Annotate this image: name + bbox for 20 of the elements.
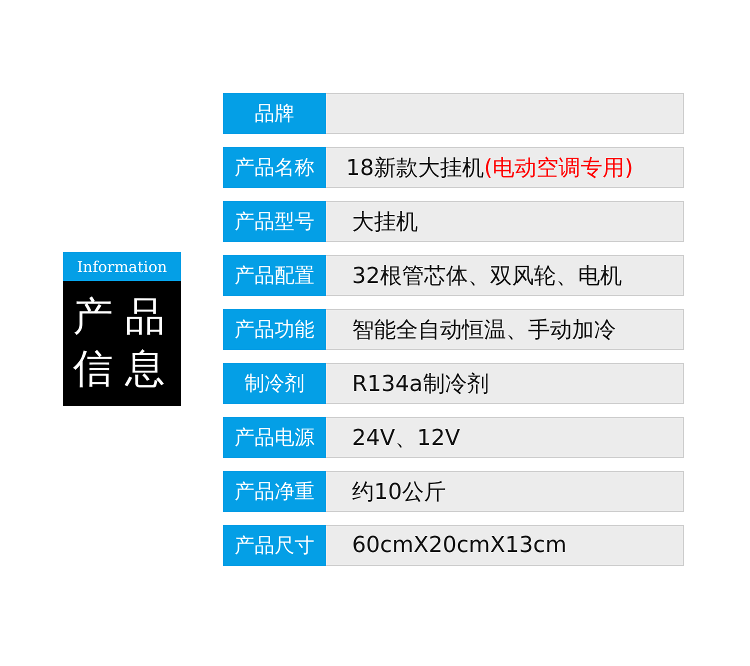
header-cell: 产品尺寸 <box>223 525 326 566</box>
cell-text: (电动空调专用) <box>484 154 634 182</box>
header-cell: 产品功能 <box>223 309 326 350</box>
cell-text: 智能全自动恒温、手动加冷 <box>352 316 616 344</box>
header-cell: 产品电源 <box>223 417 326 458</box>
header-cell: 产品名称 <box>223 147 326 188</box>
header-cell: 制冷剂 <box>223 363 326 404</box>
badge-title: 产品信息 <box>63 281 181 406</box>
header-cell: 品牌 <box>223 93 326 134</box>
header-cell: 产品配置 <box>223 255 326 296</box>
header-cell: 产品净重 <box>223 471 326 512</box>
cell-text: 24V、12V <box>352 424 460 452</box>
badge-header: Information <box>63 252 181 281</box>
header-cell: 产品型号 <box>223 201 326 242</box>
cell-text: 大挂机 <box>352 208 418 236</box>
cell-text: 约10公斤 <box>352 478 446 506</box>
cell-text: R134a制冷剂 <box>352 370 489 398</box>
cell-text: 18新款大挂机 <box>346 154 484 182</box>
cell-text: 32根管芯体、双风轮、电机 <box>352 262 622 290</box>
cell-text: 60cmX20cmX13cm <box>352 533 567 558</box>
